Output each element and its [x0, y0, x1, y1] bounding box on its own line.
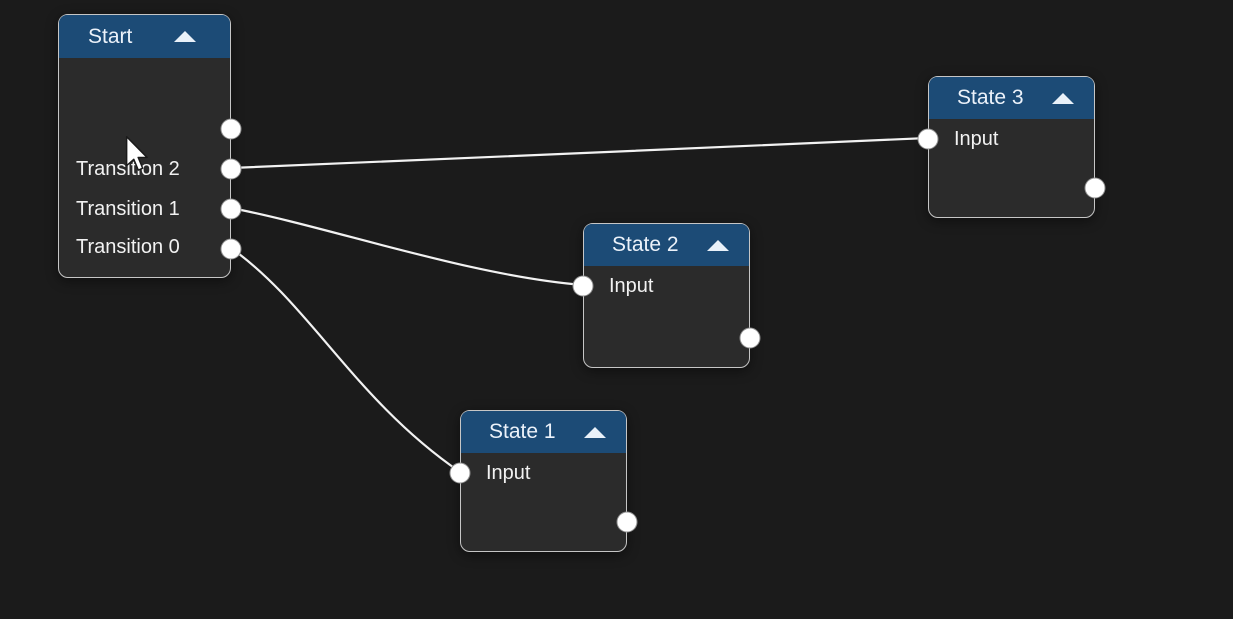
port-state1-input[interactable] — [449, 462, 471, 484]
input-label: Input — [954, 128, 999, 150]
node-state3-title: State 3 — [957, 86, 1024, 109]
port-state1-out[interactable] — [616, 511, 638, 533]
port-state2-input[interactable] — [572, 275, 594, 297]
wire-start-transition0-to-state1-input[interactable] — [229, 246, 462, 474]
input-label: Input — [609, 275, 654, 297]
node-state1[interactable]: State 1 Input — [449, 410, 638, 552]
node-state2[interactable]: State 2 Input — [572, 223, 761, 368]
node-state3[interactable]: State 3 Input — [917, 76, 1106, 218]
output-label-transition-1: Transition 1 — [76, 198, 180, 220]
port-state3-input[interactable] — [917, 128, 939, 150]
node-start[interactable]: Start Transition 2 Transition 1 Transiti… — [58, 14, 242, 278]
port-state2-out[interactable] — [739, 327, 761, 349]
wire-start-transition2-to-state3-input[interactable] — [229, 136, 930, 170]
node-state3-header[interactable]: State 3 — [929, 77, 1094, 119]
node-state1-title: State 1 — [489, 420, 556, 443]
node-start-header[interactable]: Start — [59, 15, 230, 58]
chevron-up-icon[interactable] — [707, 239, 729, 251]
port-state3-out[interactable] — [1084, 177, 1106, 199]
node-state1-header[interactable]: State 1 — [461, 411, 626, 453]
port-start-transition1-out[interactable] — [220, 198, 242, 220]
chevron-up-icon[interactable] — [174, 31, 196, 42]
output-label-transition-2: Transition 2 — [76, 158, 180, 180]
node-start-title: Start — [88, 24, 133, 48]
port-start-transition0-out[interactable] — [220, 238, 242, 260]
chevron-up-icon[interactable] — [584, 426, 606, 438]
node-state2-title: State 2 — [612, 233, 679, 256]
output-label-transition-0: Transition 0 — [76, 236, 180, 258]
node-state2-header[interactable]: State 2 — [584, 224, 749, 266]
input-label: Input — [486, 462, 531, 484]
port-start-transition2-out[interactable] — [220, 158, 242, 180]
wire-start-transition1-to-state2-input[interactable] — [229, 206, 585, 287]
chevron-up-icon[interactable] — [1052, 92, 1074, 104]
port-start-out[interactable] — [220, 118, 242, 140]
